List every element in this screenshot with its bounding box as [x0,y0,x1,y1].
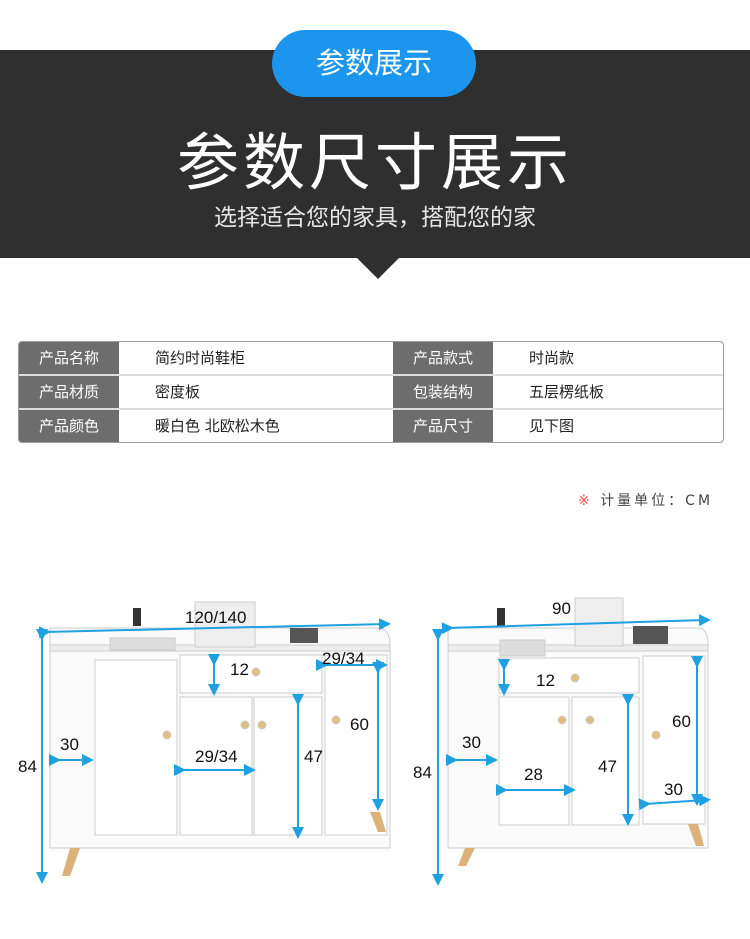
unit-note: ※ 计量单位：CM [578,490,713,510]
left-side-label: 60 [350,715,369,734]
right-depth-label: 30 [462,733,481,752]
spec-value: 时尚款 [529,349,575,367]
spec-label: 产品名称 [19,342,119,374]
spec-value: 五层楞纸板 [529,383,605,401]
page-subtitle: 选择适合您的家具，搭配您的家 [214,205,536,231]
spec-label: 产品尺寸 [393,410,493,442]
spec-value: 暖白色 北欧松木色 [155,417,280,435]
table-row: 产品材质 密度板 包装结构 五层楞纸板 [19,376,723,410]
left-inner-label: 47 [304,747,323,766]
left-top-right-label: 29/34 [322,649,365,668]
spec-label: 产品款式 [393,342,493,374]
spec-value: 密度板 [155,383,201,401]
spec-label: 产品颜色 [19,410,119,442]
right-cabinet [447,597,709,866]
right-height-label: 84 [413,763,432,782]
left-depth-label: 30 [60,735,79,754]
right-drawer-label: 12 [536,671,555,690]
section-badge: 参数展示 [272,30,476,97]
left-cabinet [49,601,391,876]
left-height-label: 84 [18,757,37,776]
cabinet-diagrams: 120/140 84 30 12 29/34 29/34 47 60 90 84… [18,597,711,886]
dimension-lines [36,614,711,886]
table-row: 产品名称 简约时尚鞋柜 产品款式 时尚款 [19,342,723,376]
right-side-width-label: 30 [664,780,683,799]
spec-label: 产品材质 [19,376,119,408]
spec-value: 简约时尚鞋柜 [155,349,246,367]
right-inner-label: 47 [598,757,617,776]
spec-table: 产品名称 简约时尚鞋柜 产品款式 时尚款 产品材质 密度板 包装结构 五层楞纸板… [18,341,724,443]
spec-label: 包装结构 [393,376,493,408]
left-drawer-label: 12 [230,660,249,679]
left-door-width-label: 29/34 [195,747,238,766]
unit-text: 计量单位：CM [600,493,714,509]
spec-value: 见下图 [529,417,575,435]
table-row: 产品颜色 暖白色 北欧松木色 产品尺寸 见下图 [19,410,723,442]
header-pointer [356,257,400,279]
left-width-label: 120/140 [185,608,246,627]
right-door-width-label: 28 [524,765,543,784]
right-width-label: 90 [552,599,571,618]
page-title: 参数尺寸展示 [176,126,573,199]
note-mark-icon: ※ [578,493,593,509]
right-side-label: 60 [672,712,691,731]
